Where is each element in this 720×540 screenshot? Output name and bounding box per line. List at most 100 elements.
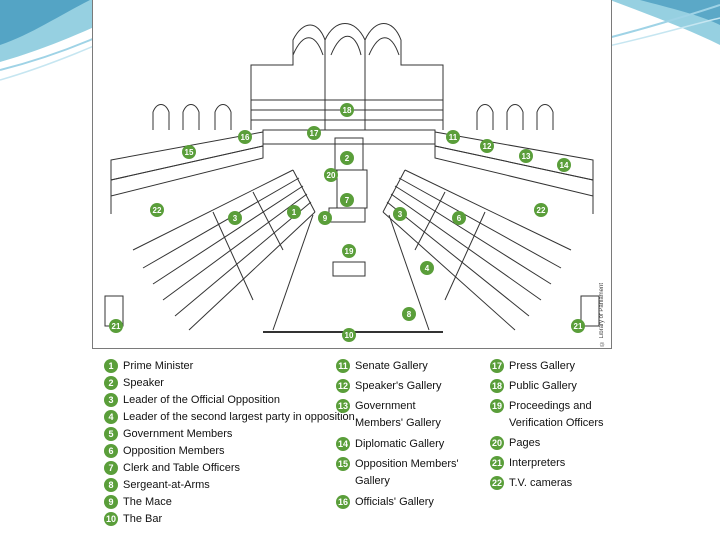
marker-4: 4 [420, 261, 434, 275]
marker-19: 19 [342, 244, 356, 258]
marker-11: 11 [446, 130, 460, 144]
marker-21-left: 21 [109, 319, 123, 333]
chamber-illustration: 1 2 3 3 4 5 6 7 8 9 10 11 12 13 14 15 16… [93, 0, 611, 348]
image-credit: © Library of Parliament [599, 283, 605, 346]
svg-text:6: 6 [457, 214, 462, 223]
legend-label: Public Gallery [509, 378, 577, 395]
marker-20: 20 [324, 168, 338, 182]
svg-text:15: 15 [185, 148, 194, 157]
legend-label: Leader of the second largest party in op… [123, 409, 355, 426]
legend-item: 8Sergeant-at-Arms [104, 477, 210, 494]
marker-16: 16 [238, 130, 252, 144]
marker-9: 9 [318, 211, 332, 225]
svg-text:1: 1 [292, 208, 297, 217]
svg-text:9: 9 [323, 214, 328, 223]
legend-label: Proceedings and Verification Officers [509, 398, 619, 432]
marker-10: 10 [342, 328, 356, 342]
legend-item: 18 Public Gallery [490, 378, 577, 395]
legend-badge: 20 [490, 436, 504, 450]
marker-5: 5 [235, 214, 240, 223]
svg-text:21: 21 [574, 322, 583, 331]
marker-1: 1 [287, 205, 301, 219]
legend-item: 20 Pages [490, 435, 540, 452]
svg-text:8: 8 [407, 310, 412, 319]
legend-label: Government Members [123, 426, 232, 443]
legend-label: Speaker's Gallery [355, 378, 441, 395]
legend-badge: 10 [104, 512, 118, 526]
marker-21-right: 21 [571, 319, 585, 333]
legend-badge: 2 [104, 376, 118, 390]
legend-item: 10 The Bar [104, 511, 162, 528]
legend-badge: 4 [104, 410, 118, 424]
marker-7: 7 [340, 193, 354, 207]
legend-label: Press Gallery [509, 358, 575, 375]
legend-badge: 14 [336, 437, 350, 451]
marker-6: 6 [452, 211, 466, 225]
legend-badge: 22 [490, 476, 504, 490]
legend-item: 17 Press Gallery [490, 358, 575, 375]
legend-badge: 15 [336, 457, 350, 471]
legend-badge: 17 [490, 359, 504, 373]
legend-label: The Bar [123, 511, 162, 528]
chamber-diagram: 1 2 3 3 4 5 6 7 8 9 10 11 12 13 14 15 16… [92, 0, 612, 349]
legend-badge: 5 [104, 427, 118, 441]
legend-badge: 16 [336, 495, 350, 509]
svg-text:3: 3 [398, 210, 403, 219]
svg-text:18: 18 [343, 106, 352, 115]
marker-15: 15 [182, 145, 196, 159]
marker-3-right: 3 [393, 207, 407, 221]
svg-text:21: 21 [112, 322, 121, 331]
legend-label: Opposition Members' Gallery [355, 456, 465, 490]
legend-badge: 1 [104, 359, 118, 373]
legend-badge: 19 [490, 399, 504, 413]
svg-text:22: 22 [537, 206, 546, 215]
legend-badge: 3 [104, 393, 118, 407]
marker-17: 17 [307, 126, 321, 140]
legend-badge: 9 [104, 495, 118, 509]
legend-badge: 18 [490, 379, 504, 393]
legend-item: 11 Senate Gallery [336, 358, 428, 375]
svg-text:19: 19 [345, 247, 354, 256]
marker-13: 13 [519, 149, 533, 163]
svg-text:7: 7 [345, 196, 350, 205]
svg-text:11: 11 [449, 133, 458, 142]
svg-text:14: 14 [560, 161, 569, 170]
legend-item: 21Interpreters [490, 455, 565, 472]
marker-12: 12 [480, 139, 494, 153]
legend-badge: 11 [336, 359, 350, 373]
svg-text:2: 2 [345, 154, 350, 163]
legend-label: Government Members' Gallery [355, 398, 465, 432]
legend-item: 5 Government Members [104, 426, 232, 443]
svg-text:17: 17 [310, 129, 319, 138]
legend-item: 4 Leader of the second largest party in o… [104, 409, 355, 426]
legend-item: 7 Clerk and Table Officers [104, 460, 240, 477]
svg-text:22: 22 [153, 206, 162, 215]
marker-2: 2 [340, 151, 354, 165]
legend-item: 22 T.V. cameras [490, 475, 572, 492]
svg-text:4: 4 [425, 264, 430, 273]
legend-item: 19 Proceedings and Verification Officers [490, 398, 619, 432]
legend-label: Senate Gallery [355, 358, 428, 375]
legend-label: Sergeant-at-Arms [123, 477, 210, 494]
legend-badge: 13 [336, 399, 350, 413]
marker-8: 8 [402, 307, 416, 321]
svg-text:20: 20 [327, 171, 336, 180]
legend-label: Clerk and Table Officers [123, 460, 240, 477]
legend-badge: 7 [104, 461, 118, 475]
legend-item: 13 Government Members' Gallery [336, 398, 465, 432]
marker-22-left: 22 [150, 203, 164, 217]
svg-text:12: 12 [483, 142, 492, 151]
legend-label: Pages [509, 435, 540, 452]
legend-label: Opposition Members [123, 443, 225, 460]
marker-18: 18 [340, 103, 354, 117]
legend-item: 6Opposition Members [104, 443, 225, 460]
marker-22-right: 22 [534, 203, 548, 217]
legend-label: T.V. cameras [509, 475, 572, 492]
